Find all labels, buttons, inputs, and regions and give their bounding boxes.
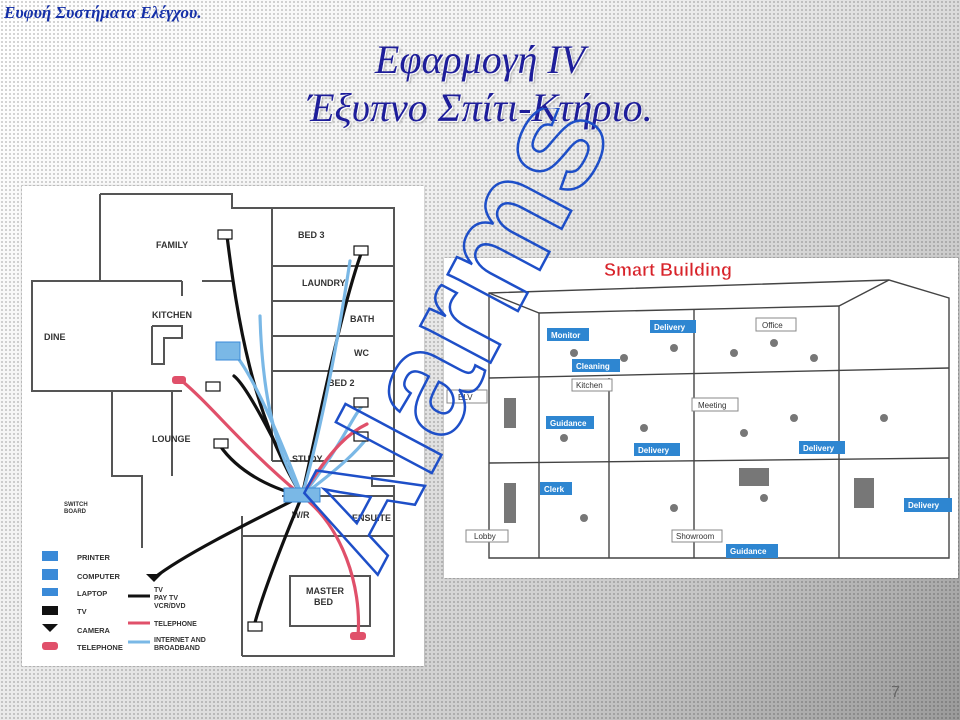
room-study: STUDY (292, 454, 323, 464)
room-bath: BATH (350, 314, 374, 324)
legend-telephone: TELEPHONE (77, 643, 123, 652)
legend-computer: COMPUTER (77, 572, 121, 581)
computer-outlet-icon (353, 431, 369, 442)
label-kitchen: Kitchen (576, 381, 603, 390)
telephone-icon (172, 376, 186, 384)
label-delivery-mid2: Delivery (803, 444, 835, 453)
legend-camera: CAMERA (77, 626, 110, 635)
legend-telephone-icon (42, 642, 58, 650)
legend-camera-icon (42, 624, 58, 632)
legend-tv: TV (77, 607, 87, 616)
legend-phone-line-label: TELEPHONE (154, 621, 197, 628)
network-hub-icon (283, 487, 321, 503)
label-monitor: Monitor (551, 331, 580, 340)
camera-icon (146, 574, 162, 582)
label-clerk: Clerk (544, 485, 565, 494)
label-cleaning: Cleaning (576, 362, 610, 371)
room-master-2: BED (314, 597, 334, 607)
legend-tv-line-3: VCR/DVD (154, 603, 186, 610)
legend-tv-icon (42, 606, 58, 615)
label-guidance-bottom: Guidance (730, 547, 767, 556)
room-lounge: LOUNGE (152, 434, 191, 444)
label-lobby: Lobby (474, 532, 496, 541)
telephone-icon (350, 632, 366, 640)
computer-icon (215, 341, 241, 361)
label-delivery-right: Delivery (908, 501, 940, 510)
tv-outlet-icon (205, 381, 221, 392)
tv-outlet-icon (213, 438, 229, 449)
tv-outlet-icon (353, 245, 369, 256)
computer-outlet-icon (353, 397, 369, 408)
legend-net-line-2: BROADBAND (154, 645, 200, 652)
smart-building-illustration: Smart Building Monitor (444, 258, 958, 578)
legend-laptop: LAPTOP (77, 589, 107, 598)
room-wir: W/R (292, 510, 310, 520)
label-office: Office (762, 321, 783, 330)
legend-printer-icon (42, 551, 58, 561)
label-delivery-mid1: Delivery (638, 446, 670, 455)
slide-title-line2: Έξυπνο Σπίτι-Κτήριο. (307, 85, 653, 130)
switch-board-label-1: SWITCH (64, 502, 88, 508)
tv-outlet-icon (217, 229, 233, 240)
room-kitchen: KITCHEN (152, 310, 192, 320)
room-ensuite: ENSUITE (352, 513, 391, 523)
legend-tv-line-1: TV (154, 587, 163, 594)
legend-laptop-icon (42, 588, 58, 596)
course-title: Ευφυή Συστήματα Ελέγχου. (4, 3, 202, 22)
legend-tv-line-2: PAY TV (154, 595, 178, 602)
switch-board-label-2: BOARD (64, 509, 87, 515)
label-showroom: Showroom (676, 532, 715, 541)
label-delivery-top: Delivery (654, 323, 686, 332)
room-laundry: LAUNDRY (302, 278, 346, 288)
smart-building-title: Smart Building (604, 260, 732, 280)
room-bed3: BED 3 (298, 230, 325, 240)
page-number: 7 (891, 684, 900, 701)
room-bed2: BED 2 (328, 378, 355, 388)
room-master-1: MASTER (306, 586, 345, 596)
room-family: FAMILY (156, 240, 188, 250)
legend-net-line-1: INTERNET AND (154, 637, 206, 644)
room-wc: WC (354, 348, 369, 358)
label-elv: ELV (458, 393, 473, 402)
tv-outlet-icon (247, 621, 263, 632)
label-meeting: Meeting (698, 401, 726, 410)
legend-computer-icon (42, 569, 58, 580)
label-guidance-left: Guidance (550, 419, 587, 428)
legend-printer: PRINTER (77, 553, 111, 562)
room-dine: DINE (44, 332, 66, 342)
slide-title-line1: Εφαρμογή IV (374, 37, 586, 82)
home-network-floorplan: FAMILY BED 3 LAUNDRY KITCHEN DINE BATH W… (22, 186, 424, 666)
